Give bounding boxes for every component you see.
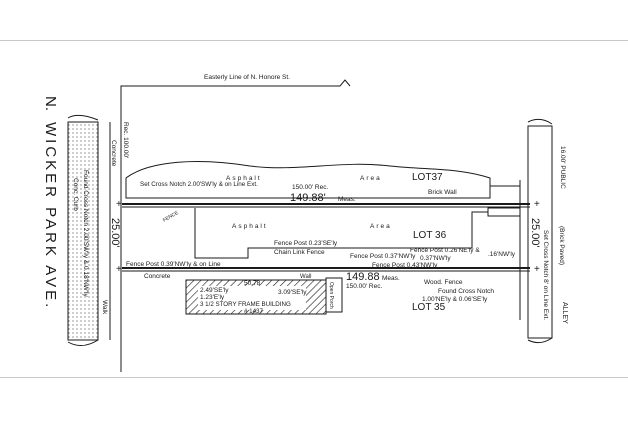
lot36-outline (194, 208, 488, 259)
right-alley-strip (527, 125, 553, 339)
corner-marker-se: + (534, 264, 540, 275)
bldg-offset-b: 1.23'E'ly (200, 294, 225, 301)
concrete-label: Concrete (110, 140, 117, 167)
wall-label: Wall (300, 274, 311, 280)
conc-curb-label: Conc. Curb (72, 178, 79, 211)
lot36-label: LOT 36 (413, 230, 447, 241)
bldg-width-label: 50.78 (244, 280, 261, 287)
left-rec-label: Rec. 100.00' (122, 122, 129, 158)
area-label-top: Area (360, 175, 382, 182)
top-meas-suffix: Meas. (338, 196, 356, 203)
set-notch-right: Set Cross Notch 8' on Line Ext. (542, 230, 549, 320)
street-name: WICKER PARK AVE. (42, 122, 59, 310)
top-meas-label: 149.88' (290, 192, 326, 204)
left-curb-strip (67, 121, 99, 341)
found-notch-right: Found Cross Notch (438, 288, 494, 295)
open-porch-label: Open Porch (328, 282, 334, 309)
building-label-box (198, 286, 306, 310)
area-label-mid: Area (370, 223, 392, 230)
corner-marker-ne: + (534, 199, 540, 210)
brick-wall-right (487, 207, 521, 217)
easterly-line-label: Easterly Line of N. Honore St. (204, 74, 290, 81)
asphalt-label-top: Asphalt (226, 175, 262, 182)
found-notch-left: Found Cross Notch 2.00'SW'ly & 0.18'NW'l… (82, 170, 89, 297)
bottom-rec-label: 150.00' Rec. (346, 283, 382, 290)
bldg-address: # 1437 (244, 308, 263, 315)
bldg-offset-a: 2.49'SE'ly (200, 287, 229, 294)
lot37-label: LOT37 (412, 172, 443, 183)
street-name-n: N. (42, 96, 59, 111)
top-rec-label: 150.00' Rec. (292, 184, 328, 191)
left-width-label: 25.00' (109, 218, 121, 248)
fence-post-2: Fence Post 0.23'SE'ly (274, 240, 338, 247)
asphalt-label-mid: Asphalt (232, 223, 268, 230)
top-border (0, 40, 628, 41)
bottom-border (0, 377, 628, 378)
open-porch (325, 277, 343, 313)
fence-post-4: Fence Post 0.26'NE'ly & (410, 247, 480, 254)
lot37-outline (125, 161, 491, 199)
fence-post-4b: 0.37'NW'ly (420, 255, 451, 262)
walk-label: Walk (101, 300, 108, 315)
fence-post-5: Fence Post 0.43'NW'ly (372, 262, 438, 269)
brick-paved-label: (Brick Paved) (558, 226, 565, 265)
wood-fence-label: Wood. Fence (424, 279, 463, 286)
left-curb-wave (67, 114, 99, 346)
lot35-label: LOT 35 (412, 302, 446, 313)
corner-marker-sw: + (116, 264, 122, 275)
concrete-bottom-label: Concrete (144, 273, 171, 280)
fence-post-3: Fence Post 0.37'NW'ly (350, 253, 416, 260)
easterly-line (120, 79, 351, 372)
brick-wall-label: Brick Wall (428, 189, 457, 196)
fence-post-1: Fence Post 0.39'NW'ly & on Line (126, 261, 221, 268)
corner-marker-nw: + (116, 199, 122, 210)
bottom-meas-label: 149.88 (346, 271, 380, 283)
bldg-offset-c: 3.09'SE'ly (278, 289, 307, 296)
chain-link-label: Chain Link Fence (274, 249, 325, 256)
alley-label: ALLEY (561, 302, 568, 324)
set-notch-left: Set Cross Notch 2.00'SW'ly & on Line Ext… (140, 181, 258, 188)
bldg-label: 3 1/2 STORY FRAME BUILDING (200, 301, 291, 308)
found-notch-right-b: 1.00'NE'ly & 0.06'SE'ly (422, 296, 488, 303)
right-width-label: 25.00' (529, 218, 541, 248)
alley-width-label: 16.00' PUBLIC (559, 146, 566, 189)
right-alley-wave (527, 118, 553, 344)
fence-16-label: .16'NW'ly (488, 251, 516, 258)
fence-vertical-label: FENCE (162, 210, 180, 224)
bottom-meas-suffix: Meas. (382, 275, 400, 282)
